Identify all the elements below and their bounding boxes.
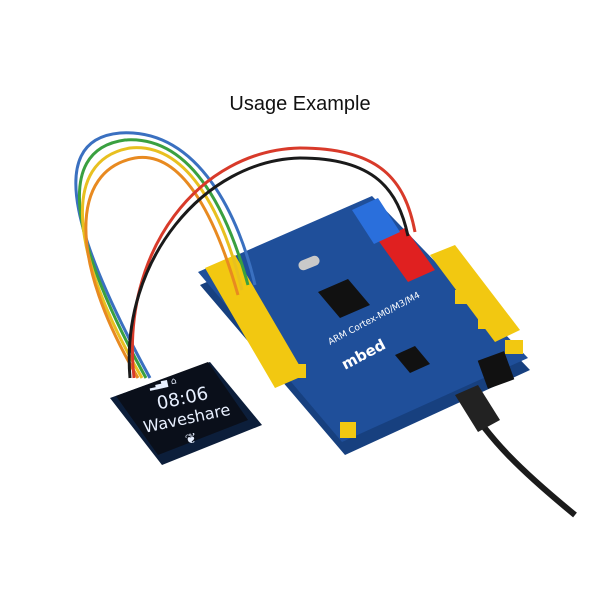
- jumper-5: [290, 364, 306, 378]
- mcu-chip: [318, 279, 370, 318]
- wire-yellow: [80, 146, 244, 379]
- right-header: [430, 245, 520, 342]
- blue-header: [352, 198, 400, 244]
- dev-board: ARM Cortex-M0/M3/M4 mbed: [198, 196, 530, 455]
- board-top: [198, 196, 528, 442]
- usb-plug: [455, 385, 500, 432]
- wire-orange: [84, 155, 240, 379]
- usb-cable: [455, 385, 577, 518]
- oled-screen: [116, 362, 248, 455]
- wire-blue: [74, 131, 257, 379]
- feather-icon: ❦: [184, 430, 199, 448]
- wire-green: [77, 138, 250, 379]
- jumper-wires: [74, 131, 417, 379]
- left-header: [205, 255, 305, 388]
- jumper-4: [340, 422, 356, 438]
- image-caption: Usage Example: [229, 93, 371, 115]
- lock-icon: ⌂: [170, 376, 178, 387]
- oled-module: 08:06 Waveshare ▂▄▆ ⌂ ❦: [110, 362, 262, 465]
- crystal: [298, 255, 320, 271]
- dc-jack: [477, 351, 515, 389]
- jumper-3: [505, 340, 523, 354]
- small-chip: [395, 346, 430, 373]
- jumper-2: [478, 315, 496, 329]
- wire-black: [127, 156, 410, 379]
- jumper-1: [455, 290, 473, 304]
- signal-icon: ▂▄▆: [147, 378, 169, 391]
- red-header: [378, 228, 435, 282]
